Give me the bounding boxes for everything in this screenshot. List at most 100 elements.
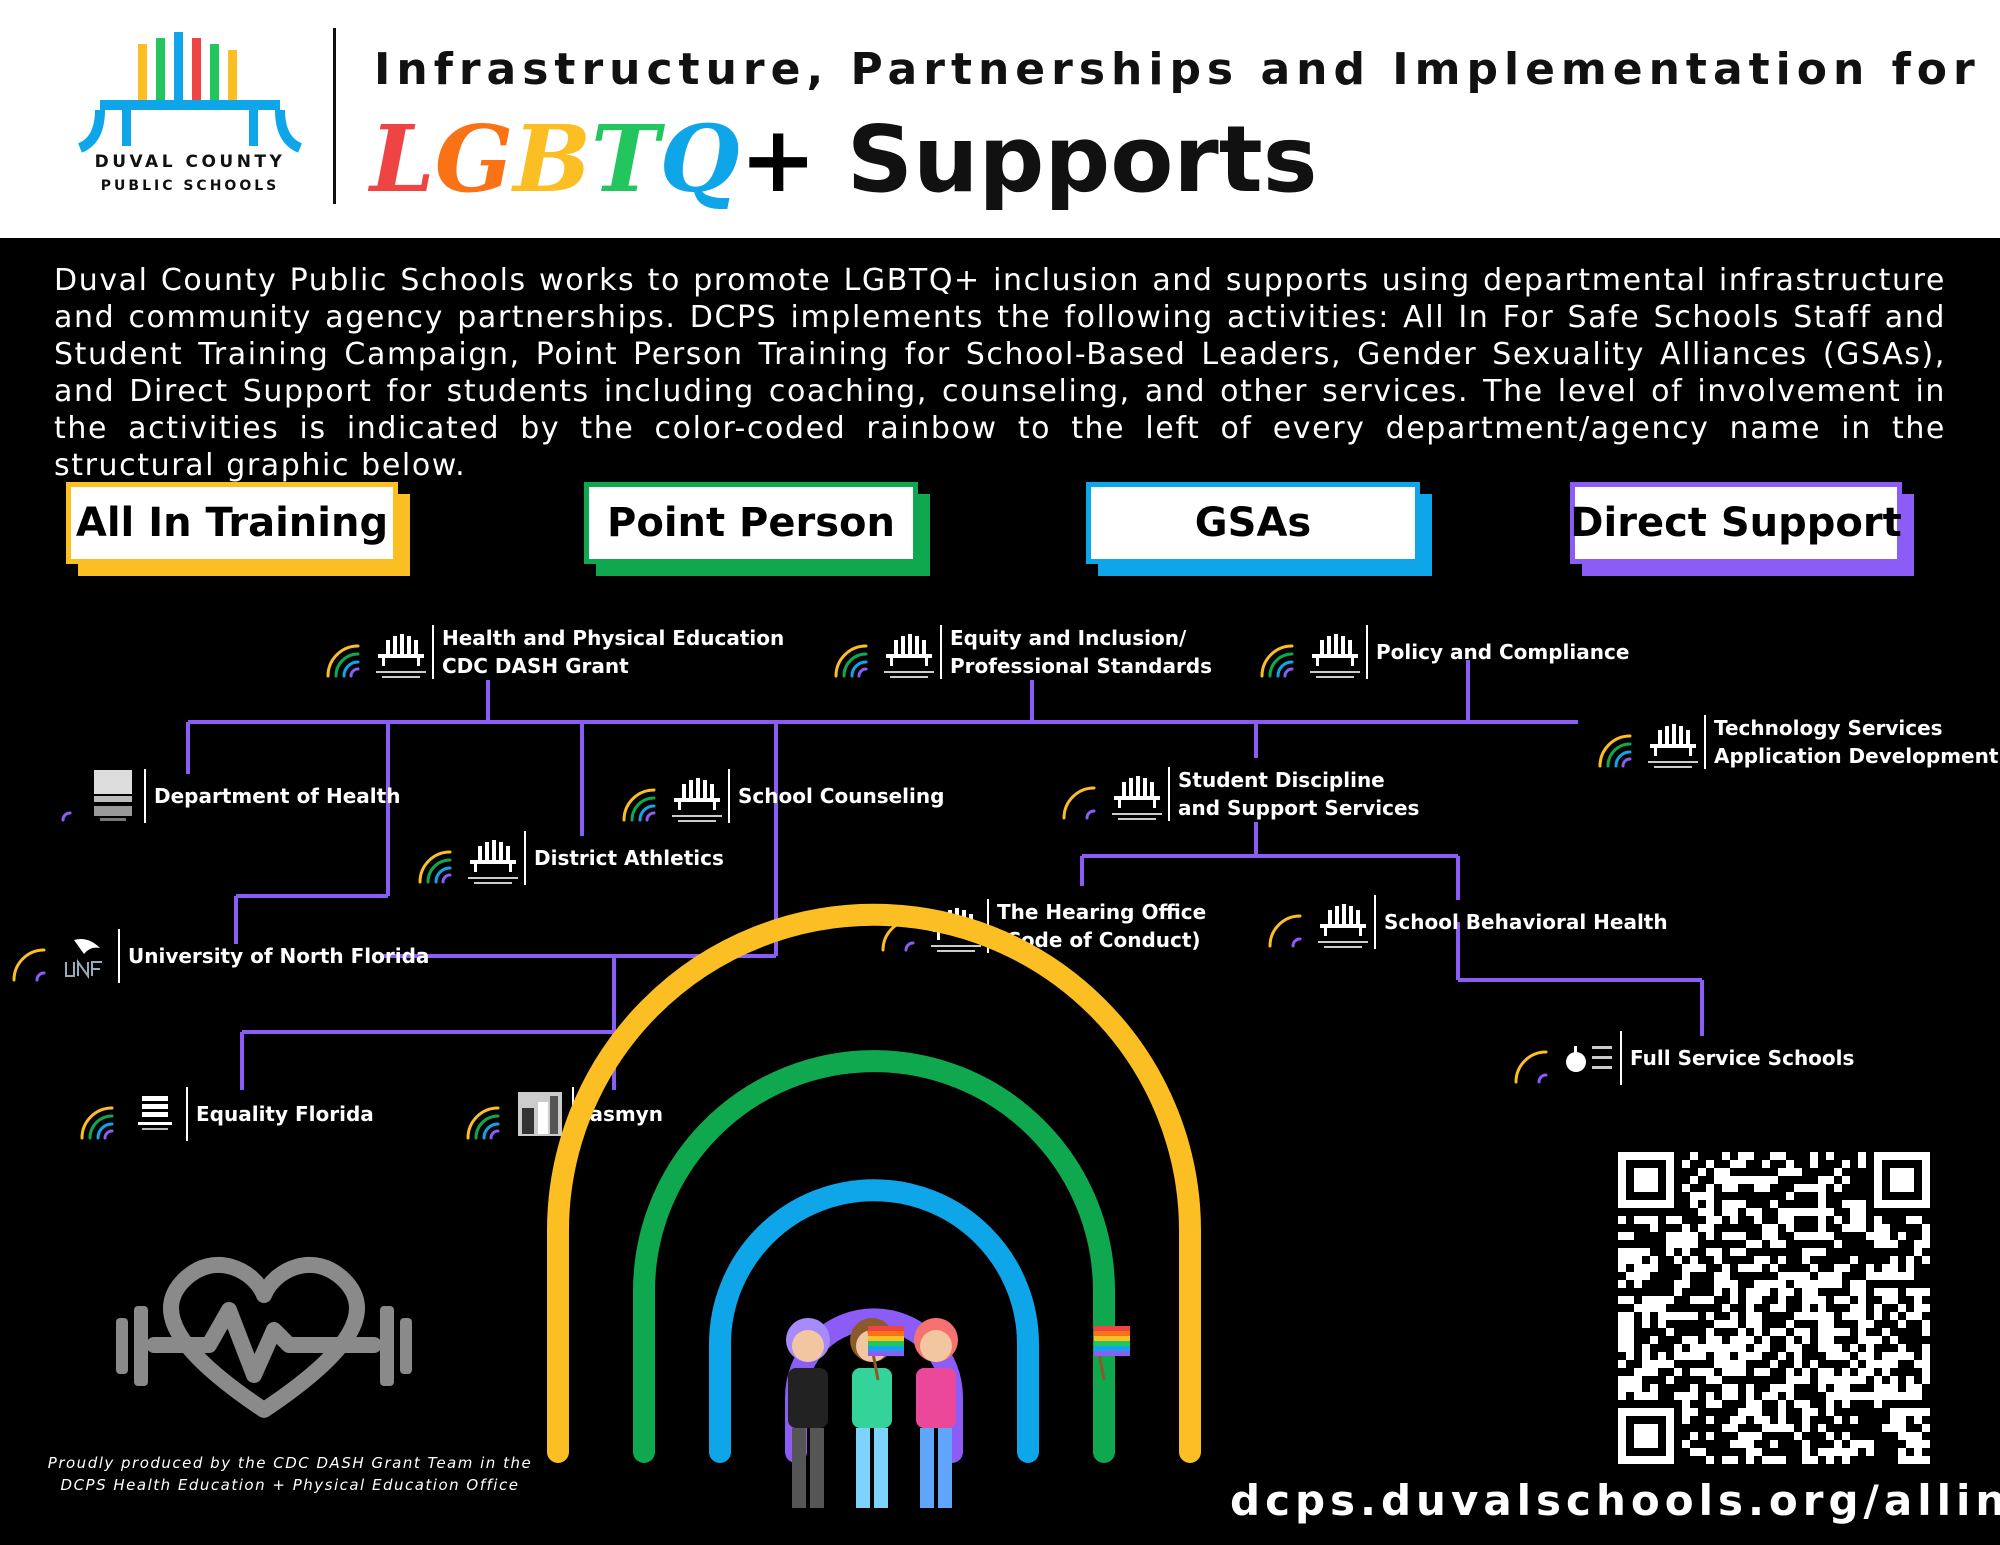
- node-separator: [940, 625, 942, 679]
- node-rainbow-icon: [326, 634, 426, 678]
- dcps-mini-logo-icon: [1112, 776, 1162, 820]
- node-label: School Behavioral Health: [1384, 892, 1668, 952]
- header-divider: [333, 28, 336, 204]
- node-label-line: District Athletics: [534, 846, 724, 870]
- category-box-2: Point Person: [584, 482, 918, 564]
- node-label-line: University of North Florida: [128, 944, 430, 968]
- node-label-line: CDC DASH Grant: [442, 654, 629, 678]
- node-label-line: Department of Health: [154, 784, 401, 808]
- node-label-line: Equity and Inclusion/: [950, 626, 1187, 650]
- title-line2: LGBTQ+ Supports: [370, 104, 1318, 214]
- intro-paragraph: Duval County Public Schools works to pro…: [54, 263, 1946, 483]
- title-letter-1: L: [370, 105, 435, 213]
- node-separator: [144, 769, 146, 823]
- node-label: Equity and Inclusion/Professional Standa…: [950, 622, 1212, 682]
- category-box-3: GSAs: [1086, 482, 1420, 564]
- rainbow-arc-yellow: [547, 903, 1201, 1463]
- jasmyn-logo-icon: [518, 1092, 562, 1136]
- node-separator: [524, 831, 526, 885]
- footer-credit: Proudly produced by the CDC DASH Grant T…: [40, 1452, 540, 1496]
- dcps-mini-logo-icon: [1310, 634, 1360, 678]
- node-label: Full Service Schools: [1630, 1028, 1854, 1088]
- node-label-line: Equality Florida: [196, 1102, 374, 1126]
- node-rainbow-icon: [12, 939, 102, 982]
- logo-text-line2: PUBLIC SCHOOLS: [100, 178, 280, 194]
- node-label-line: School Counseling: [738, 784, 945, 808]
- node-separator: [1374, 895, 1376, 949]
- node-label-line: Policy and Compliance: [1376, 640, 1630, 664]
- node-label-line: Technology Services: [1714, 716, 1943, 740]
- footer-credit-line1: Proudly produced by the CDC DASH Grant T…: [47, 1454, 533, 1472]
- node-rainbow-icon: [1268, 904, 1368, 948]
- dcps-mini-logo-icon: [672, 778, 722, 822]
- title-letter-5: Q: [659, 105, 740, 213]
- title-letter-3: B: [513, 105, 592, 213]
- footer-credit-line2: DCPS Health Education + Physical Educati…: [60, 1476, 520, 1494]
- node-rainbow-icon: [1260, 634, 1360, 678]
- node-label-line: Full Service Schools: [1630, 1046, 1855, 1070]
- title-letter-2: G: [434, 105, 514, 213]
- node-label-line: The Hearing Office: [997, 900, 1207, 924]
- dcps-mini-logo-icon: [376, 634, 426, 678]
- node-separator: [432, 625, 434, 679]
- unf-logo-icon: [65, 939, 102, 980]
- qr-code-icon[interactable]: [1618, 1152, 1930, 1464]
- node-label: Department of Health: [154, 766, 400, 826]
- equality-florida-logo-icon: [138, 1096, 172, 1130]
- heart-dumbbell-icon: [116, 1256, 412, 1418]
- rainbow-arc-blue: [709, 1179, 1039, 1463]
- people-with-pride-flags-icon: [786, 1318, 1130, 1508]
- node-rainbow-icon: [1062, 776, 1162, 820]
- dcps-mini-logo-icon: [1648, 724, 1698, 768]
- node-label-line: Student Discipline: [1178, 768, 1385, 792]
- category-box-1: All In Training: [66, 482, 398, 564]
- node-rainbow-icon: [466, 1092, 562, 1140]
- node-separator: [186, 1087, 188, 1141]
- node-rainbow-icon: [80, 1096, 172, 1140]
- node-rainbow-icon: [1514, 1046, 1612, 1084]
- dcps-mini-logo-icon: [1318, 904, 1368, 948]
- node-rainbow-icon: [418, 840, 518, 884]
- node-label: Equality Florida: [196, 1084, 374, 1144]
- node-label-line: School Behavioral Health: [1384, 910, 1668, 934]
- node-label: University of North Florida: [128, 926, 429, 986]
- title-line1: Infrastructure, Partnerships and Impleme…: [374, 44, 1981, 95]
- title-lgbtq: LGBTQ+: [370, 105, 817, 213]
- website-url[interactable]: dcps.duvalschools.org/allin: [1230, 1476, 2000, 1525]
- node-label-line: Application Development: [1714, 744, 1999, 768]
- node-label: Student Discipline and Support Services: [1178, 764, 1419, 824]
- logo-text-line1: DUVAL COUNTY: [94, 152, 286, 172]
- node-rainbow-icon: [61, 770, 132, 822]
- category-box-4: Direct Support: [1570, 482, 1902, 564]
- dcps-mini-logo-icon: [884, 634, 934, 678]
- node-rainbow-icon: [1598, 724, 1698, 768]
- node-separator: [1704, 715, 1706, 769]
- dcps-mini-logo-icon: [468, 840, 518, 884]
- node-separator: [118, 929, 120, 983]
- node-label: Policy and Compliance: [1376, 622, 1629, 682]
- node-label-line: Health and Physical Education: [442, 626, 785, 650]
- node-separator: [728, 769, 730, 823]
- rainbow-arc-green: [633, 1050, 1115, 1463]
- node-label: District Athletics: [534, 828, 724, 888]
- node-rainbow-icon: [622, 778, 722, 822]
- title-letter-6: +: [739, 105, 817, 213]
- header: DUVAL COUNTY PUBLIC SCHOOLS Infrastructu…: [0, 0, 2000, 238]
- node-separator: [1620, 1031, 1622, 1085]
- dcps-bridge-logo-icon: [77, 32, 303, 153]
- node-separator: [1168, 767, 1170, 821]
- node-separator: [1366, 625, 1368, 679]
- node-label-line: and Support Services: [1178, 796, 1420, 820]
- title-letter-4: T: [591, 105, 660, 213]
- node-label: School Counseling: [738, 766, 944, 826]
- full-service-schools-logo-icon: [1566, 1046, 1612, 1072]
- node-rainbow-icon: [834, 634, 934, 678]
- node-label-line: Professional Standards: [950, 654, 1213, 678]
- title-supports: Supports: [846, 106, 1318, 213]
- health-dept-logo-icon: [94, 770, 132, 821]
